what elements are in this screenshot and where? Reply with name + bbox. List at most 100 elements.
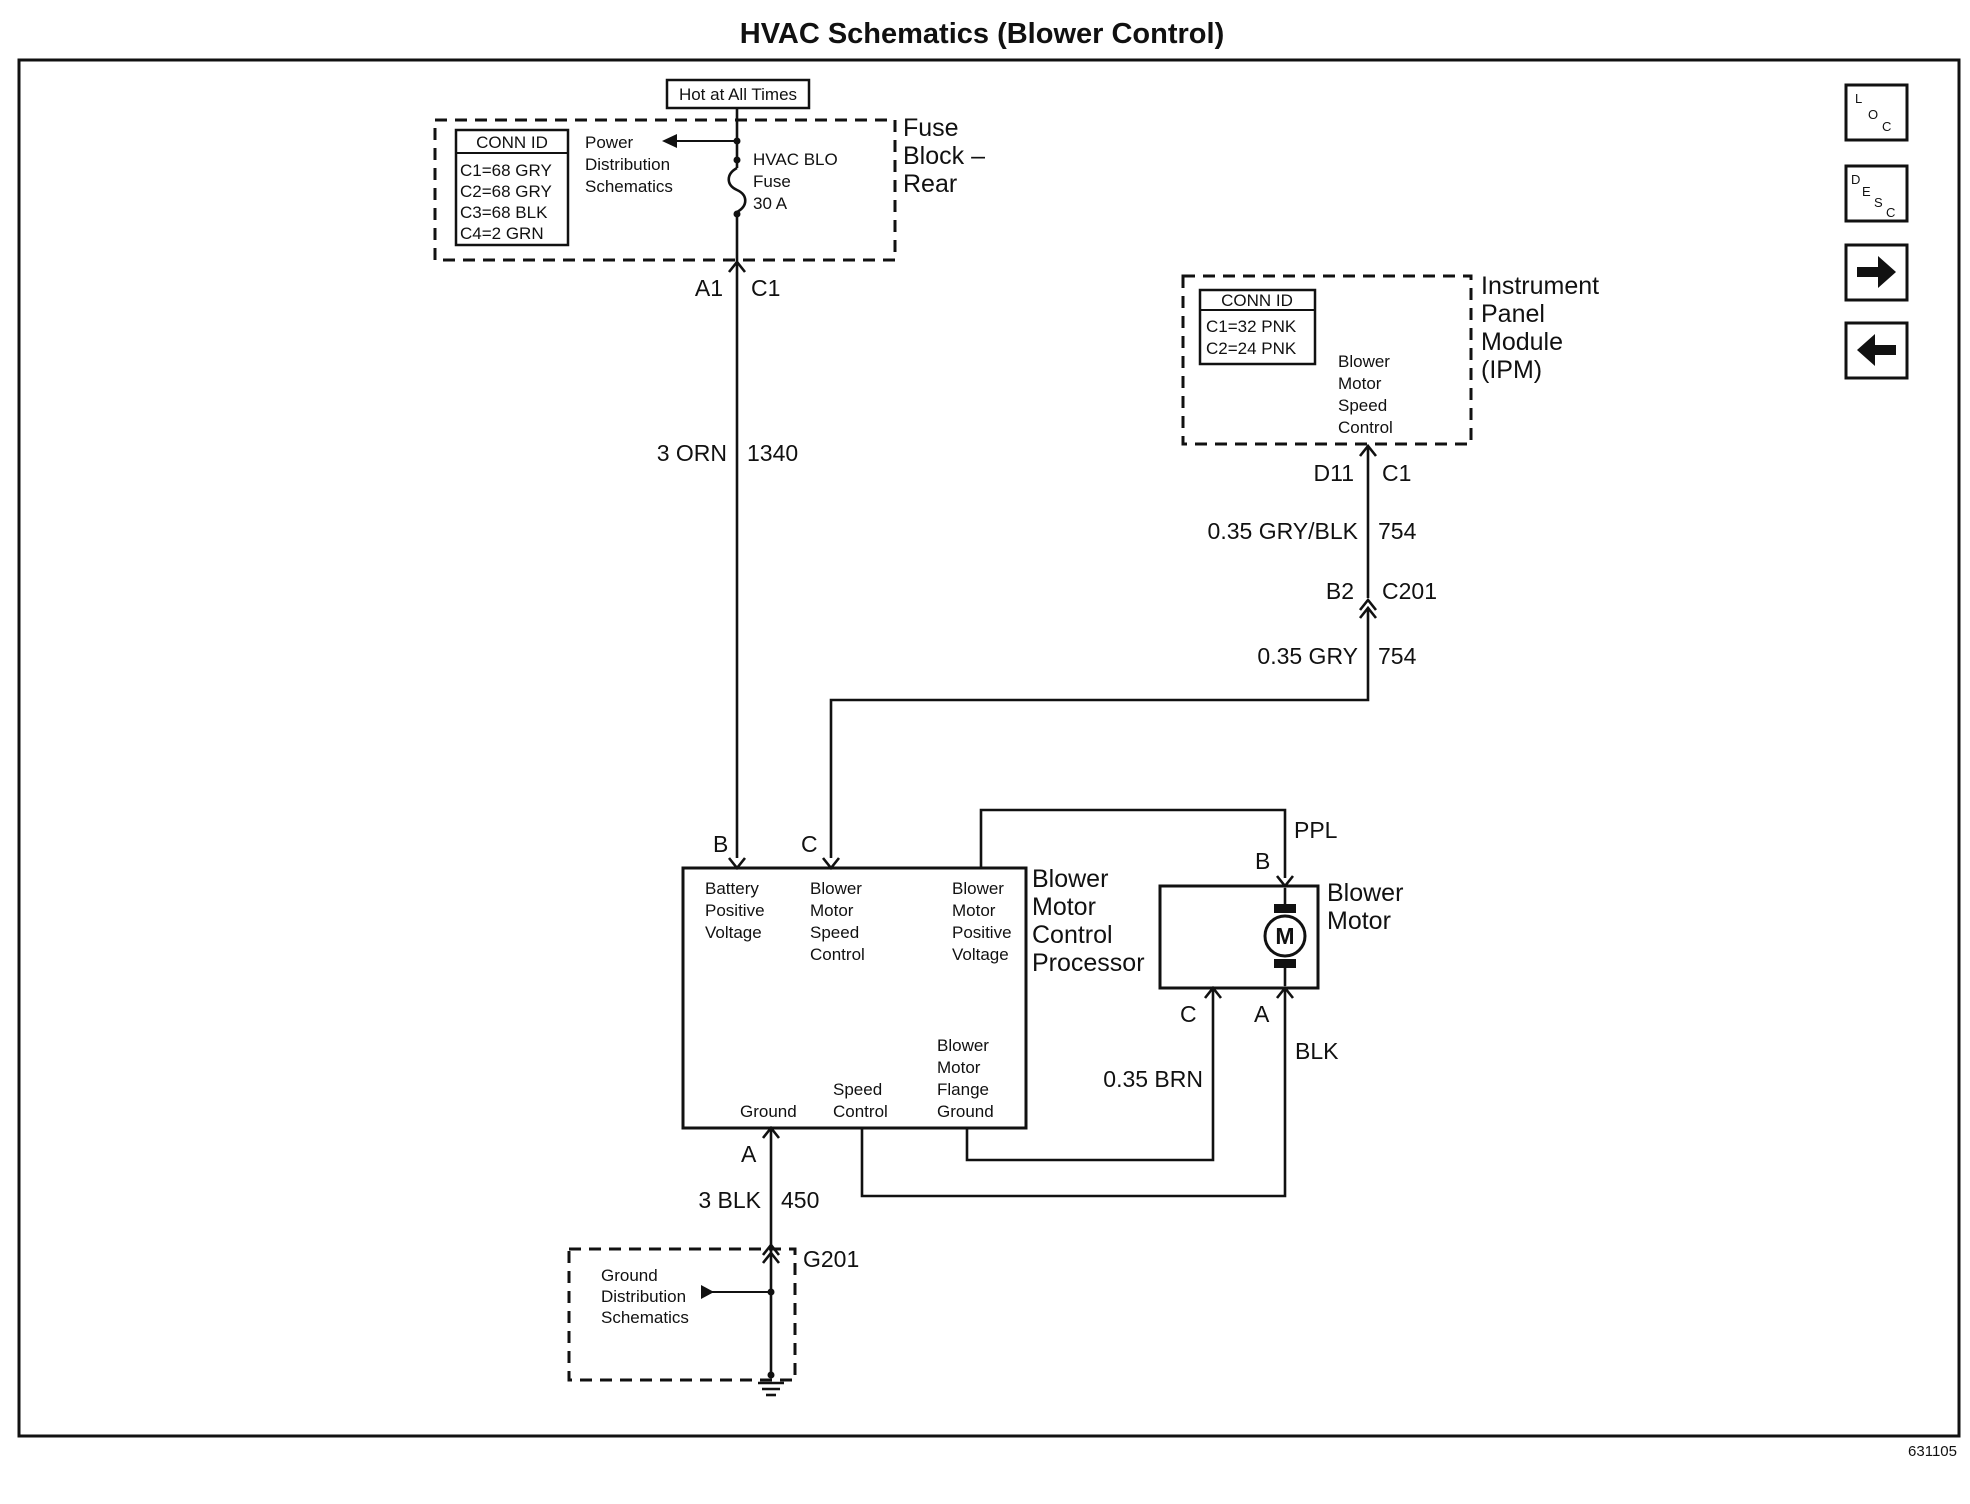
- desc-button[interactable]: D E S C: [1844, 164, 1909, 223]
- desc-icon: D: [1851, 172, 1860, 187]
- conn-row: C4=2 GRN: [460, 224, 544, 243]
- ipm-function-line4: Control: [1338, 418, 1393, 437]
- instrument-panel-module: CONN ID C1=32 PNK C2=24 PNK Blower Motor…: [1181, 272, 1599, 486]
- fuse-block-name-line1: Fuse: [903, 114, 959, 142]
- processor-pin-a-label: A: [741, 1141, 757, 1167]
- func-speed-out-line2: Control: [833, 1102, 888, 1121]
- fuse-label-line1: HVAC BLO: [753, 150, 838, 169]
- previous-page-button[interactable]: [1844, 321, 1909, 380]
- ground-name-label: G201: [803, 1246, 859, 1272]
- func-motor-pos-line2: Motor: [952, 901, 996, 920]
- ipm-outline: [1181, 274, 1473, 446]
- fuse-label-line2: Fuse: [753, 172, 791, 191]
- wire-754-lower: 0.35 GRY 754: [829, 608, 1417, 858]
- wire-450-size-color: 3 BLK: [698, 1187, 761, 1213]
- loc-icon: C: [1882, 119, 1891, 134]
- ground-ref-line2: Distribution: [601, 1287, 686, 1306]
- wire-450: 3 BLK 450: [698, 1128, 819, 1253]
- connector-symbol: [1358, 597, 1378, 611]
- next-page-button[interactable]: [1844, 243, 1909, 302]
- func-speed-in-line4: Control: [810, 945, 865, 964]
- arrow-left-icon: [1857, 334, 1896, 366]
- conn-id-header: CONN ID: [1221, 291, 1293, 310]
- func-speed-out-line1: Speed: [833, 1080, 882, 1099]
- wire-754-lower-circuit: 754: [1378, 643, 1417, 669]
- func-ground: Ground: [740, 1102, 797, 1121]
- diagram-frame: [17, 58, 1961, 1438]
- inline-connector-c201: B2 C201: [1326, 578, 1437, 619]
- processor-name-line4: Processor: [1032, 949, 1145, 977]
- blower-motor-name-line2: Motor: [1327, 907, 1391, 935]
- processor-name-line1: Blower: [1032, 865, 1108, 893]
- fuse-block-rear: Hot at All Times CONN ID C1=68 GRY C2=68…: [433, 78, 985, 301]
- conn-row: C1=32 PNK: [1206, 317, 1297, 336]
- ground-distribution-arrow-icon: [701, 1285, 714, 1299]
- func-speed-in-line1: Blower: [810, 879, 862, 898]
- func-speed-in-line2: Motor: [810, 901, 854, 920]
- fuse-connector-label: C1: [751, 275, 780, 301]
- wire-brn-label: 0.35 BRN: [1103, 1066, 1203, 1092]
- ipm-conn-id-table: CONN ID C1=32 PNK C2=24 PNK: [1198, 288, 1317, 366]
- ground-outline: [567, 1247, 797, 1382]
- processor-name-line3: Control: [1032, 921, 1113, 949]
- processor-name-line2: Motor: [1032, 893, 1096, 921]
- ipm-name-line2: Panel: [1481, 300, 1545, 328]
- figure-number: 631105: [1908, 1443, 1957, 1460]
- ipm-function-line3: Speed: [1338, 396, 1387, 415]
- fuse-pin-label: A1: [695, 275, 723, 301]
- fuse-block-outline: [433, 118, 897, 262]
- fuse-block-conn-id-table: CONN ID C1=68 GRY C2=68 GRY C3=68 BLK C4…: [454, 128, 570, 247]
- func-flange-line3: Flange: [937, 1080, 989, 1099]
- func-flange-line1: Blower: [937, 1036, 989, 1055]
- fuse-block-name-line2: Block –: [903, 142, 985, 170]
- func-battery-line3: Voltage: [705, 923, 762, 942]
- loc-icon: O: [1868, 107, 1878, 122]
- conn-row: C3=68 BLK: [460, 203, 548, 222]
- processor-outline: [681, 866, 1028, 1130]
- ipm-name-line3: Module: [1481, 328, 1563, 356]
- blower-motor-pin-c-label: C: [1180, 1001, 1197, 1027]
- loc-button[interactable]: L O C: [1844, 83, 1909, 142]
- wire-ppl-label: PPL: [1294, 817, 1338, 843]
- connector-symbol: [1275, 875, 1295, 889]
- blower-motor: B M Blower Motor C A: [1158, 848, 1403, 1027]
- conn-row: C2=68 GRY: [460, 182, 552, 201]
- ground-ref-line3: Schematics: [601, 1308, 689, 1327]
- ipm-connector-label: C1: [1382, 460, 1411, 486]
- ipm-name-line4: (IPM): [1481, 356, 1542, 384]
- motor-icon: M: [1263, 888, 1307, 986]
- blower-motor-control-processor: B C Battery Positive Voltage Blower Moto…: [681, 831, 1145, 1167]
- conn-row: C1=68 GRY: [460, 161, 552, 180]
- ground-symbol-icon: [758, 1381, 784, 1397]
- func-motor-pos-line1: Blower: [952, 879, 1004, 898]
- ground-ref-line1: Ground: [601, 1266, 658, 1285]
- conn-row: C2=24 PNK: [1206, 339, 1297, 358]
- blower-motor-outline: [1158, 884, 1320, 990]
- diagram-title: HVAC Schematics (Blower Control): [740, 18, 1224, 50]
- wire-brn: 0.35 BRN: [965, 988, 1215, 1162]
- wire-1340-size-color: 3 ORN: [657, 440, 727, 466]
- connector-symbol: [727, 857, 747, 871]
- blower-motor-name-line1: Blower: [1327, 879, 1403, 907]
- func-motor-pos-line3: Positive: [952, 923, 1012, 942]
- conn-id-header: CONN ID: [476, 133, 548, 152]
- arrow-right-icon: [1857, 256, 1896, 288]
- desc-icon: S: [1874, 195, 1883, 210]
- desc-icon: E: [1862, 184, 1871, 199]
- processor-pin-c-label: C: [801, 831, 818, 857]
- wire-1340: 3 ORN 1340: [657, 262, 798, 858]
- connector-symbol: [761, 1242, 781, 1256]
- wire-450-circuit: 450: [781, 1187, 819, 1213]
- blower-motor-pin-a-label: A: [1254, 1001, 1270, 1027]
- fuse-block-name-line3: Rear: [903, 170, 957, 198]
- func-battery-line1: Battery: [705, 879, 759, 898]
- power-distribution-ref-line2: Distribution: [585, 155, 670, 174]
- wire-ppl: PPL: [979, 808, 1338, 878]
- hot-at-all-times-label: Hot at All Times: [679, 85, 797, 104]
- motor-symbol: M: [1275, 923, 1294, 949]
- wire-754-upper-size-color: 0.35 GRY/BLK: [1208, 518, 1359, 544]
- wire-754-upper: 0.35 GRY/BLK 754: [1208, 446, 1417, 598]
- func-flange-line2: Motor: [937, 1058, 981, 1077]
- wire-754-upper-circuit: 754: [1378, 518, 1417, 544]
